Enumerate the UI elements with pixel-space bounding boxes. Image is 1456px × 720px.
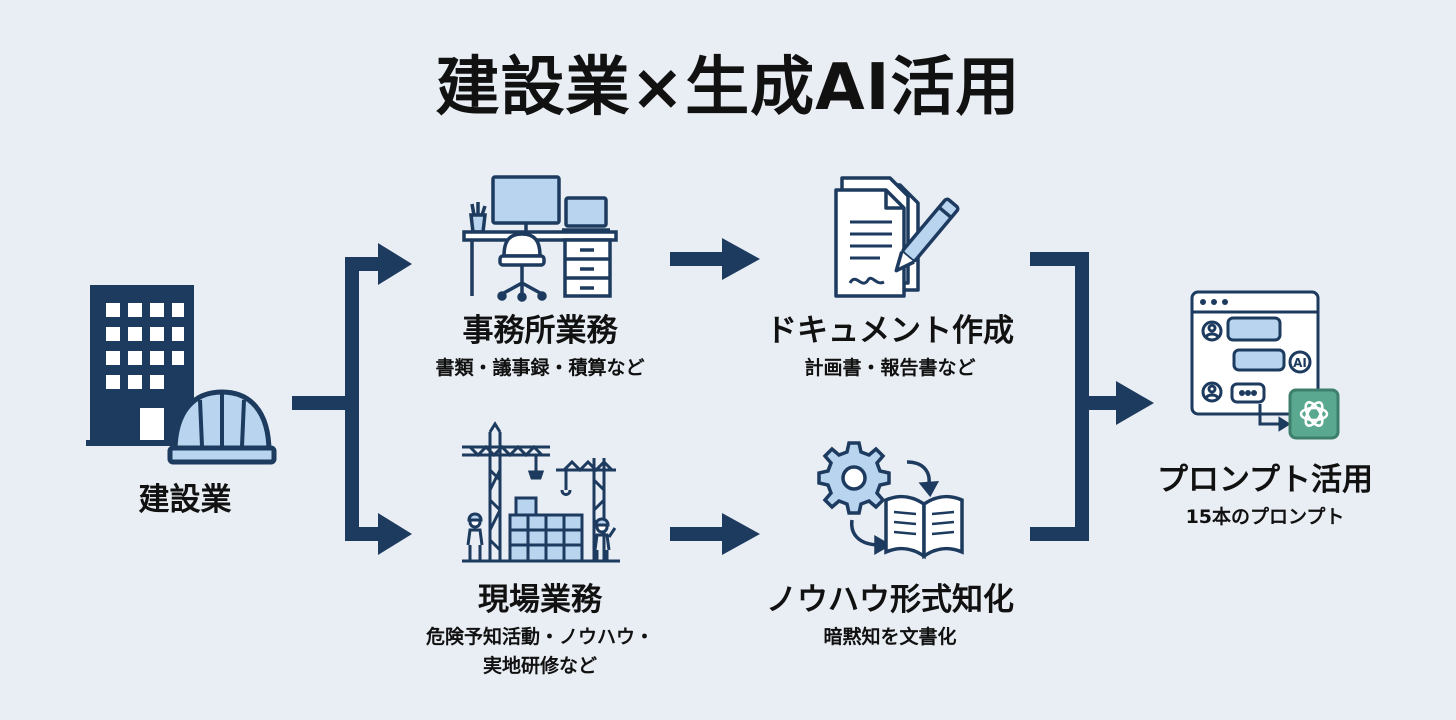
arrowheads: [378, 238, 1154, 555]
node-construction-label: 建設業: [138, 482, 232, 518]
node-office: 事務所業務 書類・議事録・積算など: [390, 313, 690, 383]
node-prompt: プロンプト活用 15本のプロンプト: [1130, 462, 1400, 532]
node-site-sub-line2: 実地研修など: [482, 654, 597, 677]
connectors: [292, 252, 1120, 541]
arrowhead-site: [378, 513, 412, 555]
office-desk-computer-icon: [462, 175, 618, 302]
node-prompt-sub: 15本のプロンプト: [1185, 506, 1345, 529]
node-knowhow-sub: 暗黙知を文書化: [823, 626, 957, 649]
arrowhead-office: [378, 243, 412, 285]
arrowhead-document: [722, 238, 760, 280]
construction-site-cranes-icon: [462, 421, 620, 563]
node-prompt-label: プロンプト活用: [1156, 462, 1374, 498]
node-knowhow-label: ノウハウ形式知化: [766, 582, 1014, 618]
node-site-sub-line1: 危険予知活動・ノウハウ・: [425, 626, 654, 649]
node-office-sub: 書類・議事録・積算など: [435, 357, 645, 380]
merge-bracket: [1030, 252, 1089, 541]
node-office-label: 事務所業務: [462, 313, 618, 349]
arrowhead-knowhow: [722, 513, 760, 555]
office-building-hard-hat-icon: [86, 285, 277, 465]
gear-book-icon: [817, 441, 964, 560]
node-document-sub: 計画書・報告書など: [804, 357, 976, 380]
node-construction: 建設業: [100, 482, 270, 519]
page-title: 建設業×生成AI活用: [435, 51, 1021, 125]
node-site-label: 現場業務: [478, 582, 602, 618]
ai-badge-text: AI: [1293, 356, 1307, 370]
arrowhead-prompt: [1116, 381, 1154, 425]
node-document: ドキュメント作成 計画書・報告書など: [735, 313, 1045, 383]
node-knowhow: ノウハウ形式知化 暗黙知を文書化: [735, 582, 1045, 652]
document-pen-icon: [834, 176, 960, 298]
node-site: 現場業務 危険予知活動・ノウハウ・ 実地研修など: [380, 582, 700, 680]
ai-chat-window-icon: [1190, 290, 1340, 440]
node-document-label: ドキュメント作成: [766, 313, 1014, 349]
